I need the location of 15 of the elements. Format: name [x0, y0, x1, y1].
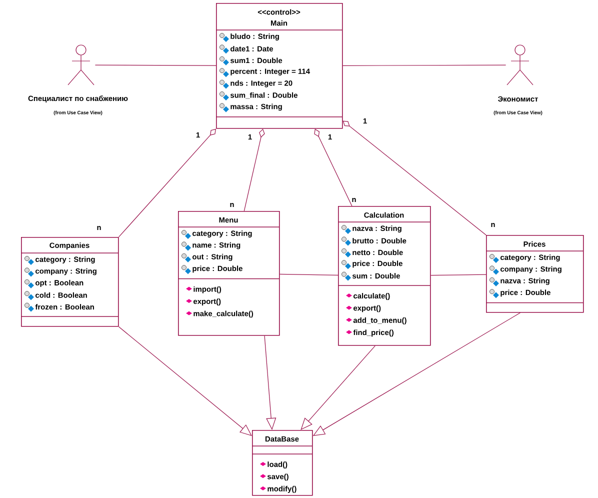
association-line	[342, 64, 506, 66]
association-line	[94, 64, 216, 66]
class-box	[486, 234, 584, 313]
generalization-arrow	[118, 326, 252, 436]
class-box	[252, 430, 313, 496]
aggregation-line	[118, 128, 216, 238]
class-box	[216, 3, 343, 129]
generalization-arrow	[300, 346, 376, 430]
class-box	[178, 210, 280, 336]
aggregation-line	[314, 128, 352, 206]
class-box	[338, 206, 431, 346]
aggregation-line	[342, 120, 486, 236]
association-line	[280, 274, 338, 276]
class-box	[20, 236, 119, 327]
association-line	[430, 274, 486, 276]
